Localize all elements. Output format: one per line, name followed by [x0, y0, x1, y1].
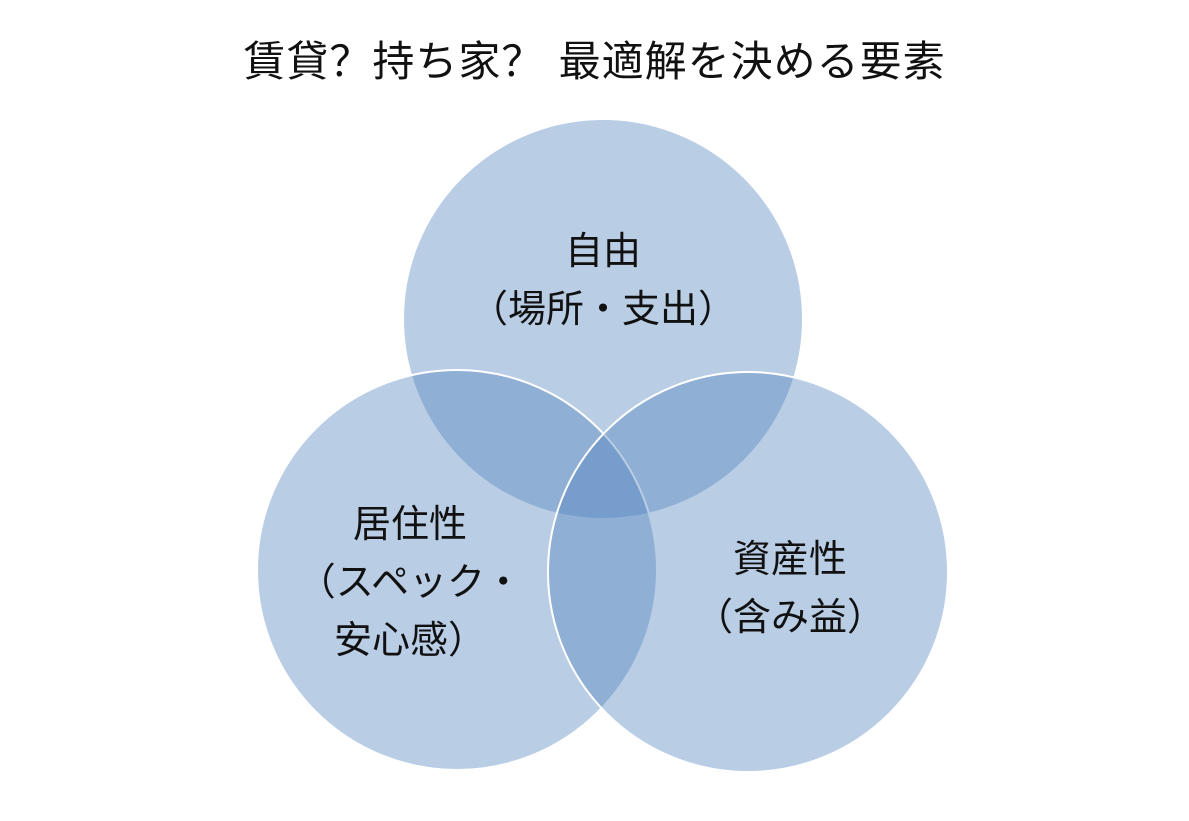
label-livability-line2: （スペック・ — [297, 560, 523, 604]
circle-livability — [256, 369, 658, 771]
label-freedom-line1: 自由 — [564, 229, 641, 273]
label-asset-value-line2: （含み益） — [694, 595, 885, 639]
label-livability-line3: 安心感） — [333, 618, 486, 662]
label-freedom: 自由 （場所・支出） — [453, 222, 753, 338]
circle-freedom — [402, 118, 804, 520]
label-livability-line1: 居住性 — [352, 502, 467, 546]
label-livability: 居住性 （スペック・ 安心感） — [260, 495, 560, 669]
circle-asset-value — [547, 371, 949, 773]
label-freedom-line2: （場所・支出） — [469, 287, 736, 331]
label-asset-value-line1: 資産性 — [732, 537, 847, 581]
label-asset-value: 資産性 （含み益） — [640, 530, 940, 646]
diagram-title: 賃貸？持ち家？ 最適解を決める要素 — [243, 37, 946, 86]
